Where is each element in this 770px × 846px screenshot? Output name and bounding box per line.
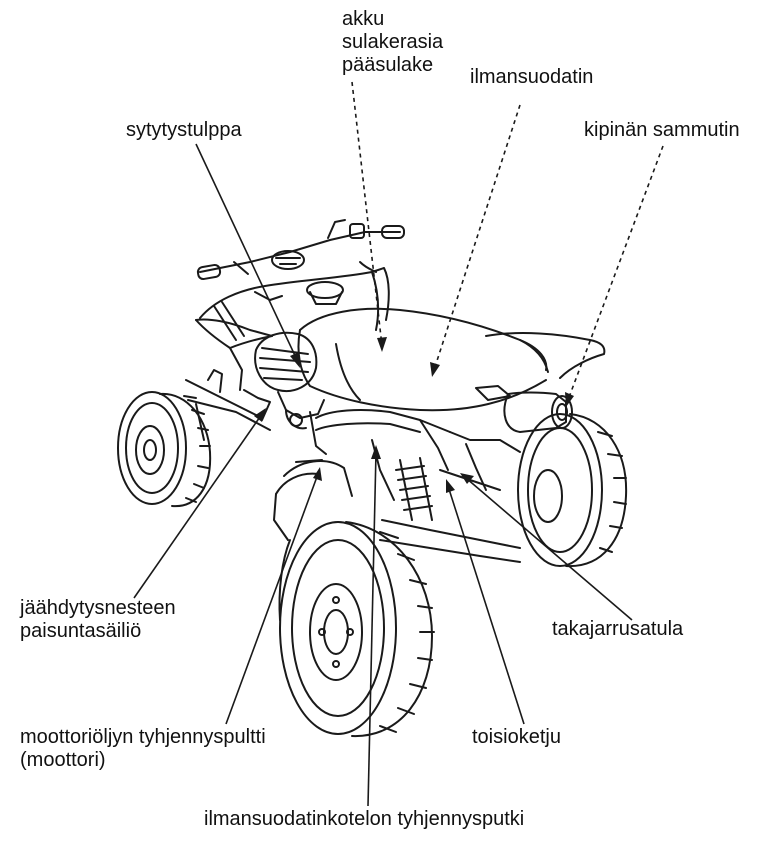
label-spark-arrester: kipinän sammutin <box>584 119 740 142</box>
arrow-spark-arrester <box>565 392 574 407</box>
leader-airbox-drain <box>368 452 376 806</box>
arrow-drive-chain <box>446 479 455 493</box>
label-coolant-line1: jäähdytysnesteen <box>20 597 176 620</box>
label-rear-brake-caliper: takajarrusatula <box>552 618 683 641</box>
label-battery: akku <box>342 8 443 31</box>
arrow-battery <box>377 337 387 352</box>
label-oil-drain-line2: (moottori) <box>20 749 266 772</box>
label-drive-chain: toisioketju <box>472 726 561 749</box>
leader-battery <box>352 82 382 346</box>
label-oil-drain-line1: moottoriöljyn tyhjennyspultti <box>20 726 266 749</box>
arrow-air-filter <box>430 362 440 377</box>
rear-fender <box>274 460 352 540</box>
label-coolant-reservoir: jäähdytysnesteen paisuntasäiliö <box>20 597 176 643</box>
label-airbox-drain-tube: ilmansuodatinkotelon tyhjennysputki <box>204 808 524 831</box>
label-spark-plug: sytytystulppa <box>126 119 242 142</box>
rear-suspension <box>380 458 520 562</box>
leader-drive-chain <box>448 486 524 724</box>
front-suspension <box>186 370 270 440</box>
label-battery-group: akku sulakerasia pääsulake <box>342 8 443 77</box>
label-air-filter: ilmansuodatin <box>470 66 593 89</box>
arrow-airbox-drain <box>371 445 381 459</box>
label-main-fuse: pääsulake <box>342 54 443 77</box>
label-oil-drain-bolt: moottoriöljyn tyhjennyspultti (moottori) <box>20 726 266 772</box>
leader-air-filter <box>434 105 520 370</box>
label-fuse-box: sulakerasia <box>342 31 443 54</box>
label-coolant-line2: paisuntasäiliö <box>20 620 176 643</box>
rear-right-wheel <box>518 414 626 566</box>
rear-left-wheel <box>279 522 434 736</box>
